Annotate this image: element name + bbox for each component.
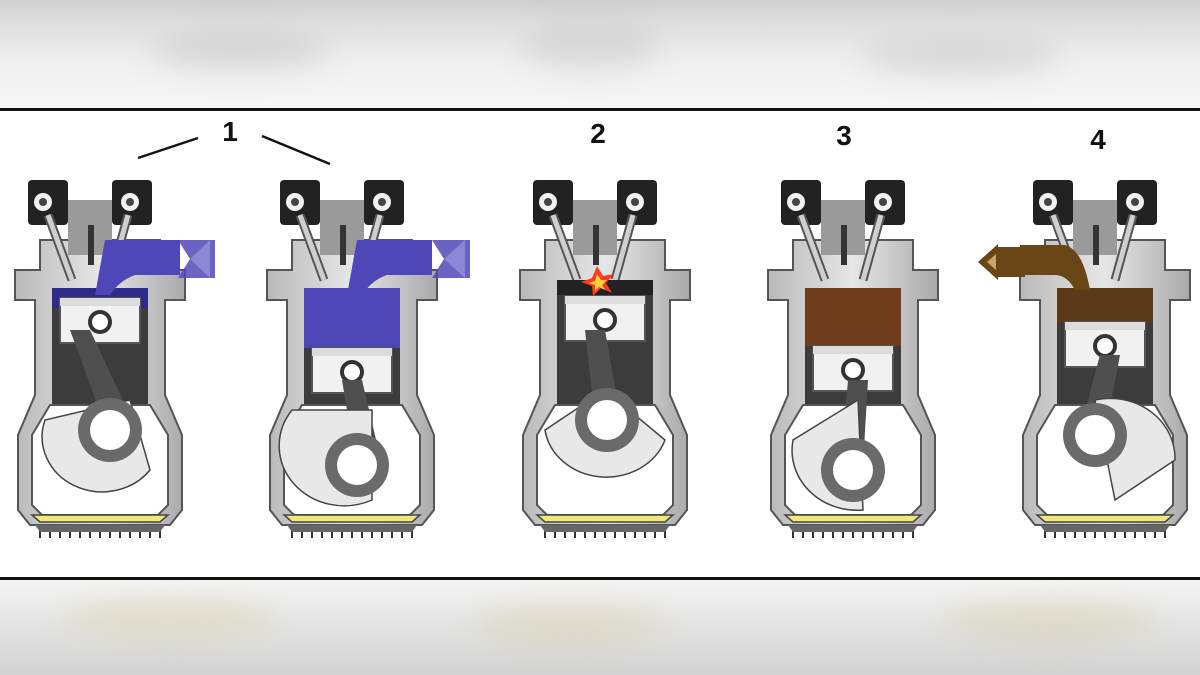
stroke-label-3: 3 [836,120,852,151]
stroke-label-2: 2 [590,118,606,149]
engine-intake-a [15,180,185,538]
leader-line-left [137,136,199,160]
exhaust-arrow-icon [978,244,1025,280]
blurred-background-top [0,0,1200,108]
engine-compression [520,180,690,538]
intake-arrow-icon-2 [432,240,470,278]
blurred-background-bottom [0,580,1200,675]
engine-exhaust [1020,180,1190,538]
engine-intake-b [267,180,437,538]
stroke-label-1: 1 [222,116,238,147]
stroke-label-4: 4 [1090,124,1106,155]
spark-icon [581,266,614,296]
leader-line-right [261,134,331,166]
intake-arrow-icon [178,240,215,278]
engine-power [768,180,938,538]
